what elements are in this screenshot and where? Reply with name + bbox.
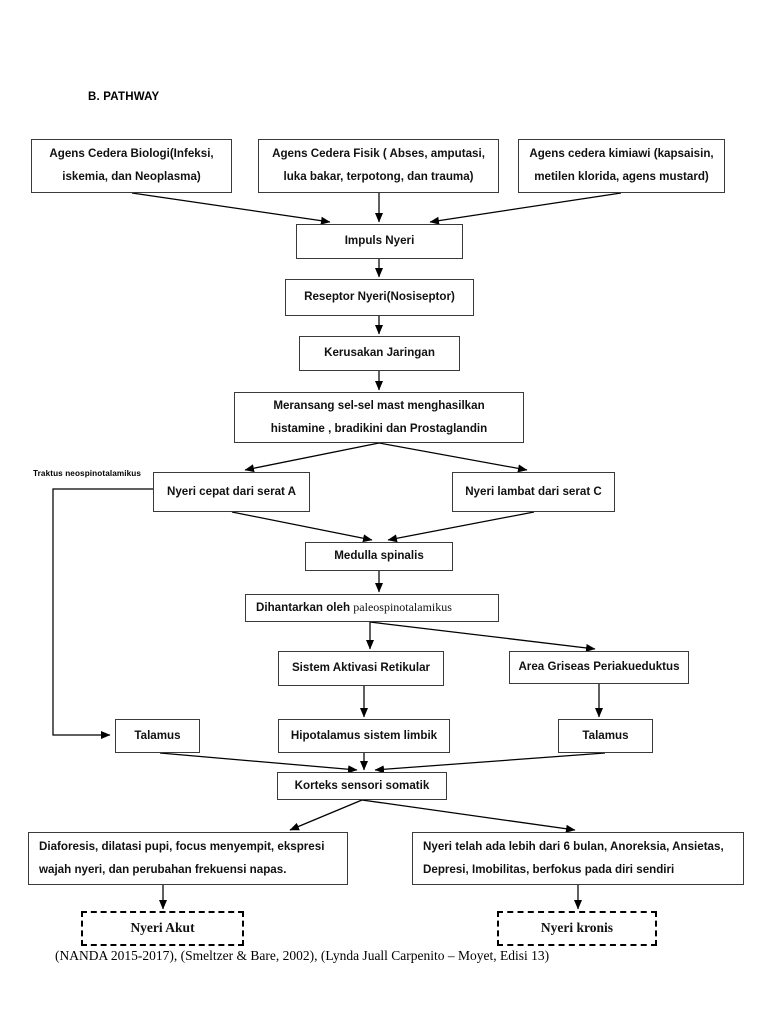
node-talamus-kanan: Talamus — [558, 719, 653, 753]
edge-serat-a-to-medulla — [231, 511, 373, 543]
node-tanda-nyeri-kronis: Nyeri telah ada lebih dari 6 bulan, Anor… — [412, 832, 744, 885]
edge-label-traktus-neospinotalamikus: Traktus neospinotalamikus — [33, 469, 142, 478]
edge-meransang-to-serat-a — [244, 442, 380, 473]
node-diagnosis-nyeri-kronis: Nyeri kronis — [497, 911, 657, 946]
edge-bio-to-impuls — [131, 192, 331, 225]
node-label: Sistem Aktivasi Retikular — [291, 661, 431, 675]
node-agens-cedera-fisik: Agens Cedera Fisik ( Abses, amputasi, lu… — [258, 139, 499, 193]
node-line-2: Depresi, Imobilitas, berfokus pada diri … — [423, 862, 675, 876]
node-kerusakan-jaringan: Kerusakan Jaringan — [299, 336, 460, 371]
node-talamus-kiri: Talamus — [115, 719, 200, 753]
node-dihantarkan-paleospinotalamikus: Dihantarkan oleh paleospinotalamikus — [245, 594, 499, 622]
edge-talamus-kanan-to-korteks — [374, 752, 606, 774]
node-line-1: Nyeri telah ada lebih dari 6 bulan, Anor… — [423, 839, 724, 853]
node-label: Nyeri cepat dari serat A — [166, 484, 297, 498]
node-meransang-sel-mast: Meransang sel-sel mast menghasilkan hist… — [234, 392, 524, 443]
edge-kimiawi-to-impuls — [429, 192, 622, 225]
node-label: Kerusakan Jaringan — [324, 346, 435, 360]
node-line-2: iskemia, dan Neoplasma) — [62, 170, 201, 183]
node-label: Nyeri kronis — [540, 920, 614, 936]
node-diagnosis-nyeri-akut: Nyeri Akut — [81, 911, 244, 946]
node-hipotalamus-sistem-limbik: Hipotalamus sistem limbik — [278, 719, 450, 753]
edge-traktus-neospinotalamikus — [52, 488, 153, 739]
node-label: Impuls Nyeri — [344, 234, 415, 248]
node-label-bold: Dihantarkan oleh — [256, 601, 354, 615]
node-line-1: Agens Cedera Fisik ( Abses, amputasi, — [272, 147, 485, 161]
node-line-2: wajah nyeri, dan perubahan frekuensi nap… — [39, 862, 287, 876]
node-label: Korteks sensori somatik — [294, 778, 430, 792]
edge-meransang-to-serat-c — [378, 442, 528, 473]
citation-text: (NANDA 2015-2017), (Smeltzer & Bare, 200… — [55, 948, 550, 963]
node-line-1: Meransang sel-sel mast menghasilkan — [273, 398, 485, 412]
edge-korteks-to-tanda-kronis — [361, 799, 576, 833]
node-label: Area Griseas Periakueduktus — [518, 660, 680, 674]
node-tanda-nyeri-akut: Diaforesis, dilatasi pupi, focus menyemp… — [28, 832, 348, 885]
node-medulla-spinalis: Medulla spinalis — [305, 542, 453, 571]
node-agens-cedera-biologi: Agens Cedera Biologi(Infeksi, iskemia, d… — [31, 139, 232, 193]
edge-dihantarkan-to-griseas — [369, 621, 596, 652]
node-label: Talamus — [134, 728, 181, 742]
node-label: Nyeri lambat dari serat C — [465, 484, 602, 498]
node-line-1: Agens Cedera Biologi(Infeksi, — [49, 147, 214, 161]
node-label-light: paleospinotalamikus — [353, 600, 452, 615]
node-label: Nyeri Akut — [130, 920, 195, 936]
node-line-2: luka bakar, terpotong, dan trauma) — [283, 170, 474, 183]
edge-korteks-to-tanda-akut — [289, 799, 363, 831]
node-area-griseas-periakueduktus: Area Griseas Periakueduktus — [509, 651, 689, 684]
node-nyeri-cepat-serat-a: Nyeri cepat dari serat A — [153, 472, 310, 512]
node-label: Hipotalamus sistem limbik — [290, 728, 438, 742]
node-line-2: histamine , bradikini dan Prostaglandin — [270, 421, 488, 435]
node-line-1: Agens cedera kimiawi (kapsaisin, — [529, 147, 714, 161]
node-label: Reseptor Nyeri(Nosiseptor) — [304, 290, 455, 304]
node-reseptor-nyeri: Reseptor Nyeri(Nosiseptor) — [285, 279, 474, 316]
node-impuls-nyeri: Impuls Nyeri — [296, 224, 463, 259]
node-agens-cedera-kimiawi: Agens cedera kimiawi (kapsaisin, metilen… — [518, 139, 725, 193]
edge-serat-c-to-medulla — [387, 511, 535, 543]
page-title: B. PATHWAY — [88, 91, 160, 103]
node-korteks-sensori-somatik: Korteks sensori somatik — [277, 772, 447, 800]
node-label: Talamus — [582, 728, 629, 742]
node-label: Medulla spinalis — [334, 549, 424, 563]
edge-talamus-kiri-to-korteks — [159, 752, 358, 774]
node-nyeri-lambat-serat-c: Nyeri lambat dari serat C — [452, 472, 615, 512]
node-sistem-aktivasi-retikular: Sistem Aktivasi Retikular — [278, 651, 444, 686]
node-line-2: metilen klorida, agens mustard) — [534, 170, 709, 183]
node-line-1: Diaforesis, dilatasi pupi, focus menyemp… — [39, 839, 325, 853]
